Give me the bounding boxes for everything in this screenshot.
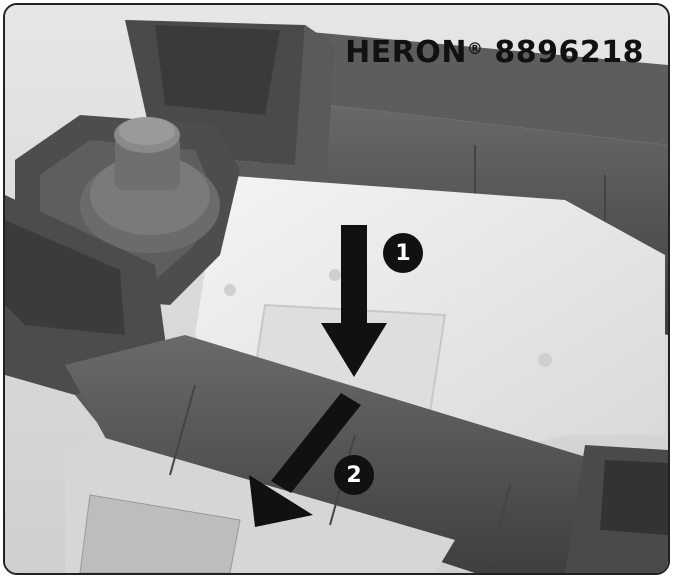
model-number: 8896218: [494, 35, 644, 70]
bottom-rail: [65, 335, 668, 573]
handle-post-top-opening: [155, 25, 280, 115]
top-rail-top: [235, 25, 668, 145]
handle-post-left-opening: [5, 220, 125, 335]
fuel-cap-icon: [80, 117, 220, 253]
screw-hole: [224, 284, 236, 296]
rail-ridge: [489, 484, 511, 566]
screw-hole: [538, 353, 552, 367]
step-number: 2: [346, 462, 362, 488]
model-title: HERON® 8896218: [345, 35, 644, 70]
step-badge-2: 2: [334, 455, 374, 495]
arrow-down-icon: [321, 225, 387, 377]
registered-mark: ®: [466, 39, 484, 58]
step-number: 1: [395, 240, 411, 266]
handle-post-right-opening: [600, 460, 668, 535]
step-badge-1: 1: [383, 233, 423, 273]
arrow-down-left-icon: [249, 393, 361, 527]
generator-photo: [5, 5, 668, 573]
brand-name: HERON: [345, 35, 467, 70]
rail-ridge: [169, 384, 196, 476]
screw-hole: [329, 269, 341, 281]
image-frame: HERON® 8896218 1 2: [3, 3, 670, 575]
rating-label: [79, 494, 241, 573]
